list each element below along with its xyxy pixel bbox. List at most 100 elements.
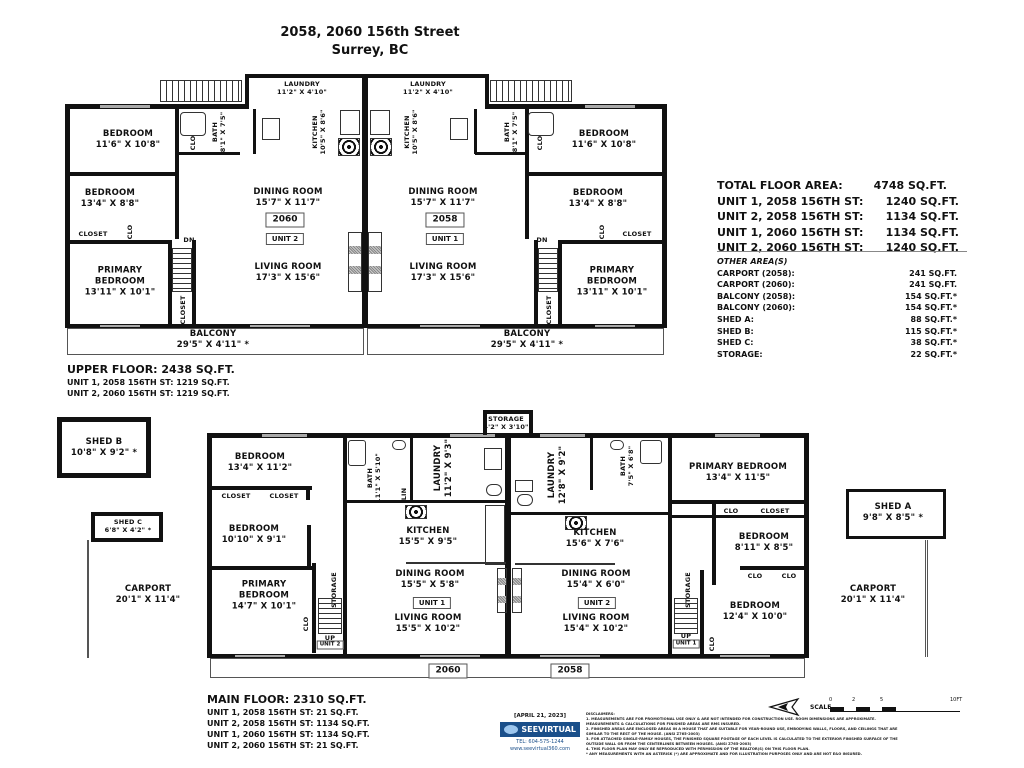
window — [585, 105, 635, 108]
disclaimer-line: OUTSIDE WALL OR FROM THE CENTERLINES BET… — [586, 742, 752, 746]
wall — [347, 500, 507, 503]
fireplace-hatch — [349, 266, 361, 274]
wall — [672, 500, 809, 504]
bathtub — [348, 440, 366, 466]
address-tag: 2060 — [428, 663, 468, 679]
summary-line: UNIT 1, 2058 156TH ST: 21 SQ.FT. — [207, 708, 359, 717]
wall — [700, 570, 704, 654]
wall — [590, 438, 593, 490]
disclaimer-line: 1. MEASUREMENTS ARE FOR PROMOTIONAL USE … — [586, 717, 876, 721]
address-tag: 2058 — [550, 663, 590, 679]
closet: CLOSET — [622, 230, 652, 238]
wall — [511, 512, 671, 515]
wall — [534, 240, 538, 326]
closet: CLOSET — [221, 492, 251, 500]
wall — [307, 525, 311, 570]
total-row: TOTAL FLOOR AREA:4748 SQ.FT. — [717, 179, 947, 192]
disclaimer-line: 4. THIS FLOOR PLAN MAY ONLY BE REPRODUCE… — [586, 747, 810, 751]
window — [262, 434, 307, 437]
sink — [262, 118, 280, 140]
wall — [155, 104, 245, 109]
address-tag: 2058 — [425, 212, 465, 228]
disclaimer: DISCLAIMERS: 1. MEASUREMENTS ARE FOR PRO… — [586, 712, 966, 757]
fireplace-hatch — [369, 246, 381, 254]
fridge — [370, 110, 390, 135]
address-tag: 2060 — [265, 212, 305, 228]
bathtub — [640, 440, 662, 464]
shed-b — [57, 417, 151, 478]
bathtub — [528, 112, 554, 136]
other-area-row: STORAGE:22 SQ.FT.* — [717, 349, 957, 359]
closet-clo: CLO — [708, 636, 716, 652]
total-area-summary: TOTAL FLOOR AREA:4748 SQ.FT. UNIT 1, 205… — [717, 178, 959, 256]
window — [250, 325, 310, 327]
window — [720, 655, 770, 657]
wall — [245, 74, 365, 78]
bathtub — [180, 112, 206, 136]
wall — [253, 109, 256, 154]
wall — [212, 566, 312, 570]
main-floor-summary: MAIN FLOOR: 2310 SQ.FT. UNIT 1, 2058 156… — [207, 693, 370, 751]
closet-clo: CLO — [747, 572, 763, 580]
other-area-row: SHED B:115 SQ.FT.* — [717, 326, 957, 336]
fireplace-hatch — [349, 246, 361, 254]
stairs-dn: DN — [183, 236, 195, 244]
disclaimer-line: 3. FOR ATTACHED SINGLE-FAMILY HOUSES, TH… — [586, 737, 898, 741]
address-line-1: 2058, 2060 156th Street — [280, 25, 460, 40]
wall — [662, 104, 667, 328]
exterior-stairs — [490, 80, 572, 102]
disclaimer-line: SIMILAR TO THE REST OF THE HOUSE. (ANSI … — [586, 732, 700, 736]
closet: CLOSET — [269, 492, 299, 500]
unit-tag: UNIT 2 — [316, 640, 344, 650]
website-link[interactable]: www.seevirtual360.com — [510, 746, 570, 752]
window — [420, 655, 480, 657]
wall — [485, 74, 489, 109]
stairs-dn: DN — [536, 236, 548, 244]
wall — [65, 104, 70, 328]
washer — [486, 484, 502, 496]
stairs-up: UP — [680, 632, 692, 640]
summary-line: UNIT 1, 2060 156TH ST: 1134 SQ.FT. — [207, 730, 370, 739]
counter-edge — [406, 562, 506, 564]
storage-label: STORAGE — [684, 572, 692, 608]
stove — [405, 505, 427, 519]
fridge — [340, 110, 360, 135]
fireplace — [512, 568, 522, 613]
address-line-2: Surrey, BC — [331, 43, 409, 58]
wall — [212, 486, 312, 490]
closet: CLOSET — [78, 230, 108, 238]
other-area-row: SHED A:88 SQ.FT.* — [717, 314, 957, 324]
upper-floor-summary: UPPER FLOOR: 2438 SQ.FT. UNIT 1, 2058 15… — [67, 363, 235, 399]
wall — [474, 109, 477, 154]
scale-tick: 0 — [829, 697, 833, 703]
upper-floor-title: UPPER FLOOR: 2438 SQ.FT. — [67, 363, 235, 376]
other-area-row: BALCONY (2060):154 SQ.FT.* — [717, 303, 957, 313]
unit-area-row: UNIT 2, 2060 156TH ST:1240 SQ.FT. — [717, 241, 959, 254]
unit-tag: UNIT 2 — [577, 597, 617, 609]
contact-info: TEL: 604-575-1244 www.seevirtual360.com — [500, 739, 580, 753]
window — [235, 655, 285, 657]
storage-room — [483, 410, 533, 435]
unit-area-row: UNIT 1, 2058 156TH ST:1240 SQ.FT. — [717, 194, 959, 208]
summary-line: UNIT 2, 2060 156TH ST: 21 SQ.FT. — [207, 741, 359, 750]
laundry-sink — [515, 480, 533, 492]
window — [540, 434, 585, 437]
wall — [343, 433, 347, 658]
balcony-2058 — [367, 328, 664, 355]
other-area-row: CARPORT (2058):241 SQ.FT. — [717, 268, 957, 278]
